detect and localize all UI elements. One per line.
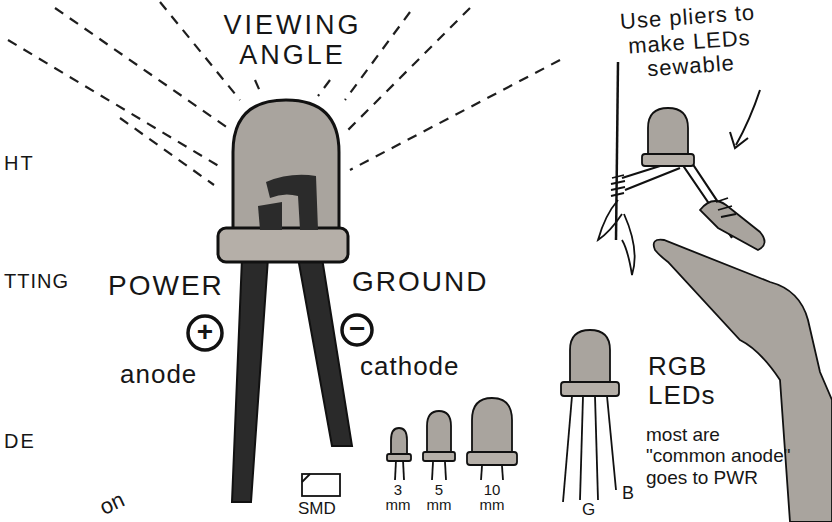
pin-name: anode xyxy=(120,360,197,389)
size-label: 5 mm xyxy=(423,482,455,512)
size-label: SMD xyxy=(298,499,336,518)
pin-label: G xyxy=(582,500,595,519)
pin-label: B xyxy=(622,483,634,503)
note-label: most are "common anode" goes to PWR xyxy=(646,424,796,488)
polarity-symbol: − xyxy=(349,313,365,344)
pin-label: GROUND xyxy=(352,266,488,297)
cut-label: HT xyxy=(4,152,35,174)
cut-label: on xyxy=(96,487,129,520)
size-label: 3 mm xyxy=(382,482,414,512)
cut-label: TTING xyxy=(4,270,69,292)
pin-name: cathode xyxy=(360,352,460,381)
pin-label: POWER xyxy=(108,270,224,301)
heading-label: RGB LEDs xyxy=(648,352,743,410)
polarity-symbol: + xyxy=(196,316,214,347)
pliers-illustration xyxy=(598,62,832,522)
rgb-led xyxy=(561,330,619,502)
title-label: VIEWING ANGLE xyxy=(205,10,380,70)
size-label: 10 mm xyxy=(474,482,510,512)
cut-label: DE xyxy=(4,430,36,452)
note-label: Use pliers to make LEDs sewable xyxy=(592,0,787,86)
